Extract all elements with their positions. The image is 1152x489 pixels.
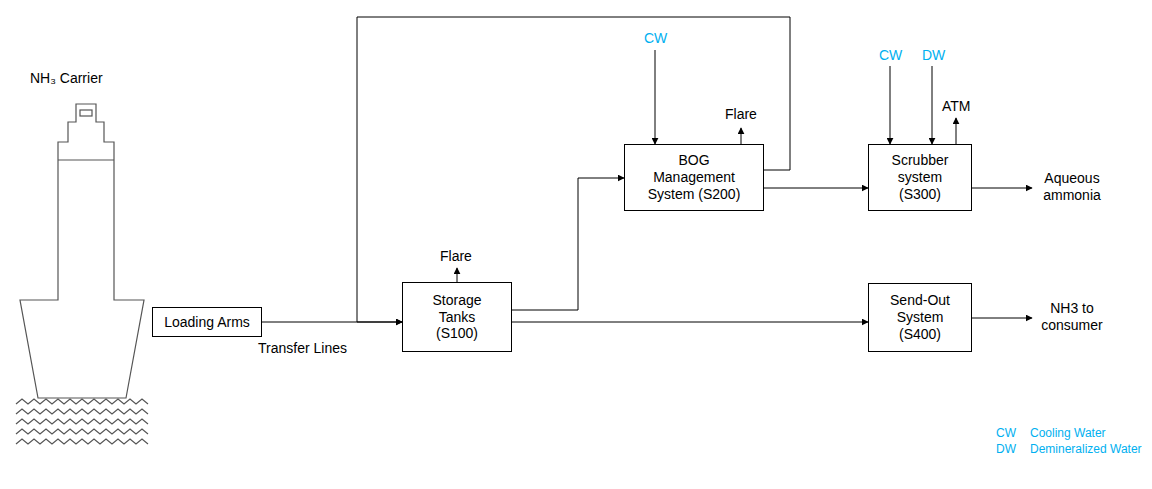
process-box: Storage Tanks (S100) bbox=[402, 282, 512, 352]
legend-key: CW bbox=[996, 426, 1016, 440]
flow-connector bbox=[512, 178, 624, 310]
legend-text: Cooling Water bbox=[1030, 426, 1106, 440]
utility-label: CW bbox=[879, 47, 902, 64]
utility-label: CW bbox=[644, 30, 667, 47]
legend-key: DW bbox=[996, 442, 1016, 456]
utility-arrows bbox=[457, 50, 1032, 318]
process-box: BOG Management System (S200) bbox=[624, 144, 764, 211]
process-box: Loading Arms bbox=[152, 307, 262, 337]
vent-label: ATM bbox=[942, 98, 971, 115]
box-text: Send-Out System (S400) bbox=[881, 292, 959, 342]
flow-connector bbox=[357, 17, 790, 322]
product-label: Aqueous ammonia bbox=[1036, 170, 1108, 204]
box-text: BOG Management System (S200) bbox=[643, 152, 745, 202]
utility-label: DW bbox=[922, 47, 945, 64]
box-text: Loading Arms bbox=[164, 314, 250, 331]
flare-label: Flare bbox=[725, 106, 757, 123]
process-box: Send-Out System (S400) bbox=[868, 283, 972, 352]
flow-connector bbox=[764, 188, 868, 189]
flare-label: Flare bbox=[440, 248, 472, 265]
process-box: Scrubber system (S300) bbox=[868, 144, 972, 211]
box-text: Storage Tanks (S100) bbox=[417, 292, 497, 342]
ship-name: NH₃ Carrier bbox=[30, 70, 103, 87]
flow-connector bbox=[512, 322, 868, 323]
legend-text: Demineralized Water bbox=[1030, 442, 1142, 456]
box-text: Scrubber system (S300) bbox=[883, 152, 957, 202]
edge-label: Transfer Lines bbox=[258, 340, 347, 357]
product-label: NH3 to consumer bbox=[1036, 300, 1108, 334]
